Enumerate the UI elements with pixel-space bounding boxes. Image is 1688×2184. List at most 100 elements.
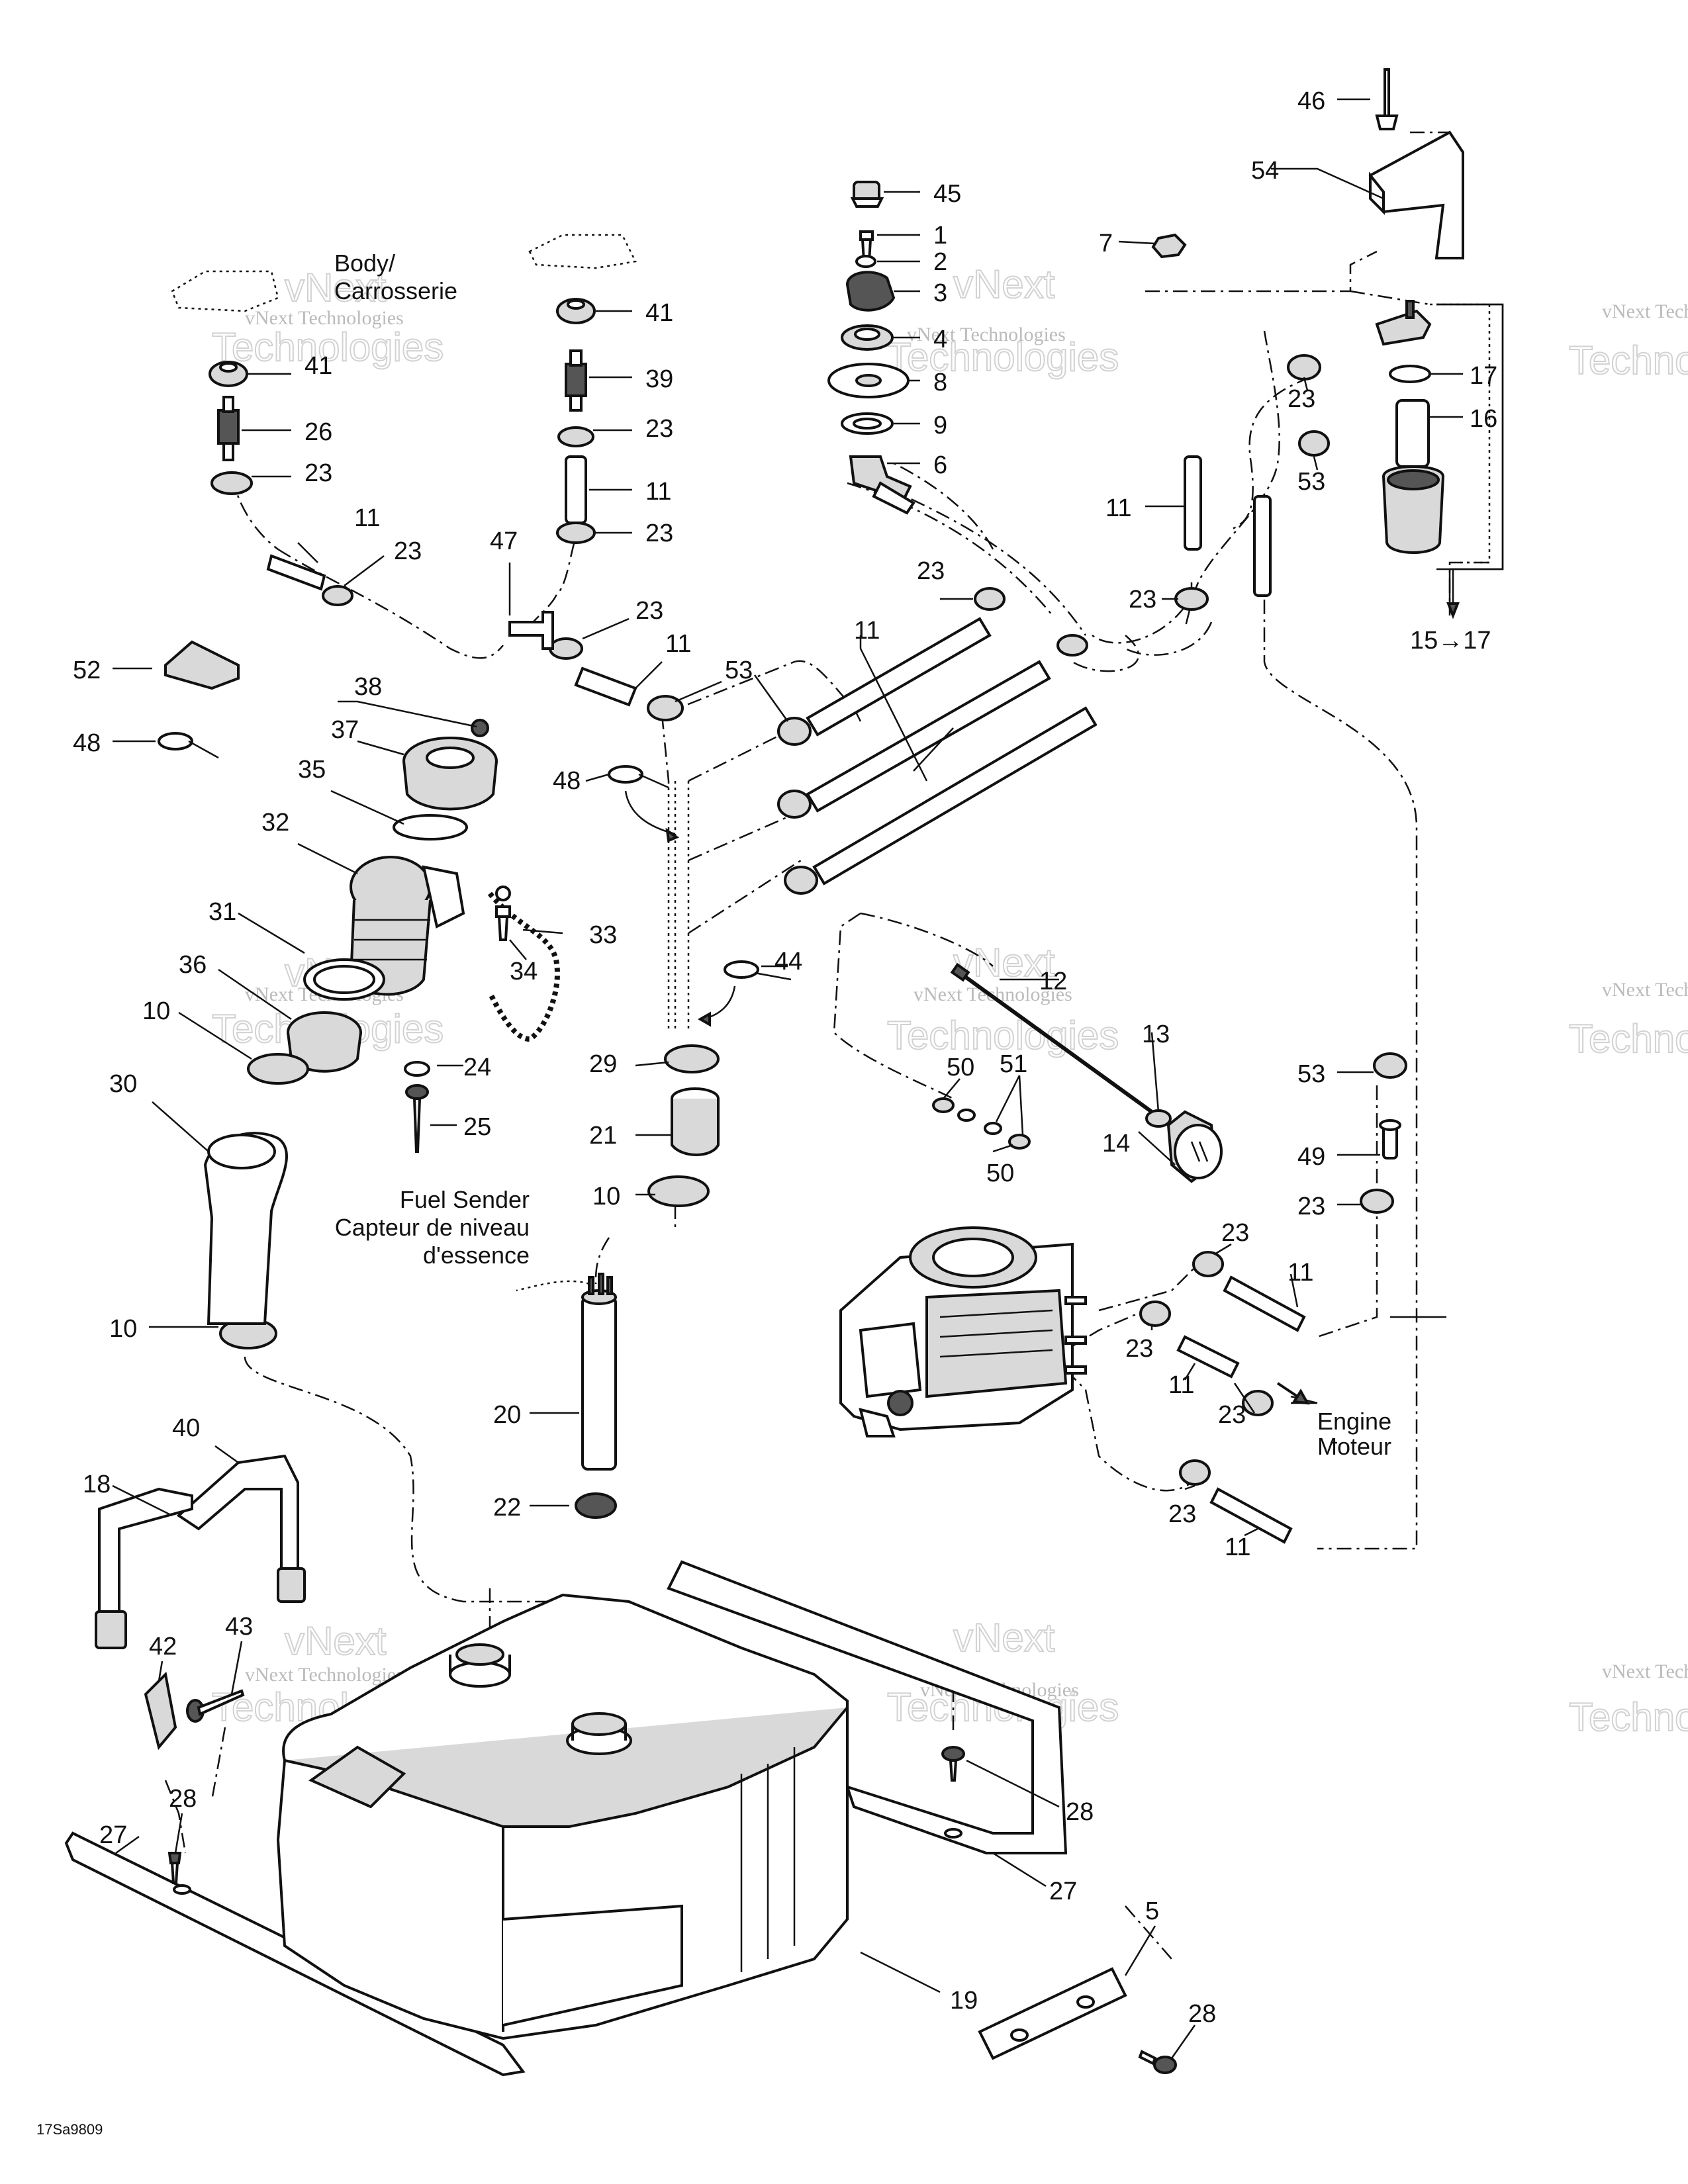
part-30-elbow-hose xyxy=(203,1132,288,1325)
part-23-clamp xyxy=(1139,1300,1171,1327)
note-engine-fr: Moteur xyxy=(1317,1433,1391,1460)
part-25-rivet xyxy=(405,1084,429,1153)
callout-37: 37 xyxy=(331,716,359,744)
callout-11: 11 xyxy=(1225,1533,1250,1561)
part-54-bracket xyxy=(1368,130,1464,259)
part-19-fuel-tank xyxy=(276,1593,849,2040)
callout-8: 8 xyxy=(933,369,947,396)
callout-34: 34 xyxy=(510,958,538,985)
callout-20: 20 xyxy=(493,1401,521,1429)
flow-arrow-icon xyxy=(697,1011,711,1027)
part-31-gasket xyxy=(303,958,385,1001)
callout-23: 23 xyxy=(635,597,663,625)
part-21-grommet xyxy=(671,1087,720,1156)
watermark: vNext Technologies Technologies xyxy=(1568,979,1688,1062)
callout-28: 28 xyxy=(169,1785,197,1813)
part-41-grommet xyxy=(556,298,596,324)
watermark: vNext vNext Technologies Technologies xyxy=(211,265,444,370)
callout-45: 45 xyxy=(933,180,961,208)
part-50-nut xyxy=(932,1097,955,1113)
callout-23: 23 xyxy=(645,415,673,443)
part-9-gasket xyxy=(841,412,894,435)
part-23-clamp xyxy=(557,426,594,447)
callout-53: 53 xyxy=(1297,1060,1325,1088)
callout-33: 33 xyxy=(589,921,617,949)
note-body-fr: Carrosserie xyxy=(334,277,457,304)
part-43-rivet xyxy=(186,1689,245,1723)
part-10-clamp xyxy=(247,1053,309,1085)
callout-23: 23 xyxy=(1218,1401,1246,1429)
callout-40: 40 xyxy=(172,1414,200,1442)
callout-10: 10 xyxy=(142,997,170,1025)
part-52-clip xyxy=(164,640,240,690)
callout-4: 4 xyxy=(933,326,947,353)
callout-21: 21 xyxy=(589,1122,617,1150)
callout-27: 27 xyxy=(1049,1878,1077,1905)
callout-30: 30 xyxy=(109,1070,137,1098)
callout-23: 23 xyxy=(1125,1335,1153,1363)
part-27-rail xyxy=(667,1560,1068,1854)
part-11-hose xyxy=(806,660,1051,813)
callout-41: 41 xyxy=(305,352,332,380)
part-12-choke-cable xyxy=(950,962,1153,1114)
part-13-cable-nut xyxy=(1145,1109,1172,1128)
part-28-screw xyxy=(941,1746,965,1782)
part-42-clip xyxy=(144,1671,177,1751)
part-11-hose xyxy=(266,554,326,591)
flow-arrow-icon xyxy=(665,827,680,842)
watermark: vNext vNext Technologies Technologies xyxy=(886,261,1119,380)
part-34-screw xyxy=(495,905,511,941)
svg-text:vNext: vNext xyxy=(285,265,387,310)
part-2-washer xyxy=(855,255,876,268)
part-53-clamp xyxy=(1373,1052,1407,1079)
callout-52: 52 xyxy=(73,657,101,684)
part-48-cable-tie xyxy=(158,732,219,759)
part-8-plate xyxy=(827,363,910,398)
part-range-bracket xyxy=(1436,303,1504,619)
callout-18: 18 xyxy=(83,1471,111,1498)
part-4-nut xyxy=(841,324,894,351)
part-49-fitting xyxy=(1379,1119,1401,1160)
callout-48: 48 xyxy=(73,729,101,757)
part-29-clamp xyxy=(664,1044,720,1073)
callout-28: 28 xyxy=(1066,1798,1094,1826)
part-23-clamp xyxy=(1287,354,1321,381)
part-51-washer xyxy=(957,1109,976,1122)
svg-text:vNext Technologies: vNext Technologies xyxy=(1602,300,1688,322)
part-53-clamp xyxy=(784,866,818,895)
part-6-valve xyxy=(849,455,915,515)
part-7-nut xyxy=(1151,233,1187,259)
svg-text:vNext: vNext xyxy=(285,1619,387,1663)
callout-3: 3 xyxy=(933,279,947,307)
part-53-clamp xyxy=(777,790,812,819)
part-3-knob xyxy=(845,271,896,312)
callout-47: 47 xyxy=(490,527,518,555)
part-45-cap xyxy=(850,181,884,208)
callout-46: 46 xyxy=(1297,87,1325,115)
callout-53: 53 xyxy=(1297,468,1325,496)
svg-text:Technologies: Technologies xyxy=(1569,338,1688,383)
part-23-clamp xyxy=(974,587,1006,611)
part-11-hose xyxy=(806,617,992,737)
note-engine: Engine xyxy=(1317,1408,1391,1435)
part-10-clamp xyxy=(647,1175,710,1207)
callout-12: 12 xyxy=(1039,968,1067,995)
svg-text:vNext Technologies: vNext Technologies xyxy=(245,307,404,329)
callout-15-17: 15→17 xyxy=(1410,627,1491,655)
part-22-gasket xyxy=(575,1492,617,1519)
body-panel-outline xyxy=(171,234,637,312)
carburetor-assembly xyxy=(839,1226,1087,1437)
svg-text:vNext Technologies: vNext Technologies xyxy=(245,1664,404,1686)
part-48-cable-tie xyxy=(608,765,676,835)
part-11-hose xyxy=(812,706,1098,886)
callout-7: 7 xyxy=(1099,230,1113,257)
svg-text:Technologies: Technologies xyxy=(1569,1017,1688,1061)
part-51-washer xyxy=(984,1122,1002,1135)
svg-text:Technologies: Technologies xyxy=(887,1013,1119,1058)
callout-23: 23 xyxy=(1221,1219,1249,1247)
part-23-clamp xyxy=(1179,1459,1211,1486)
note-fuel-sender-fr: Capteur de niveau xyxy=(335,1214,530,1241)
part-40-strap xyxy=(176,1454,306,1603)
callout-44: 44 xyxy=(774,948,802,976)
